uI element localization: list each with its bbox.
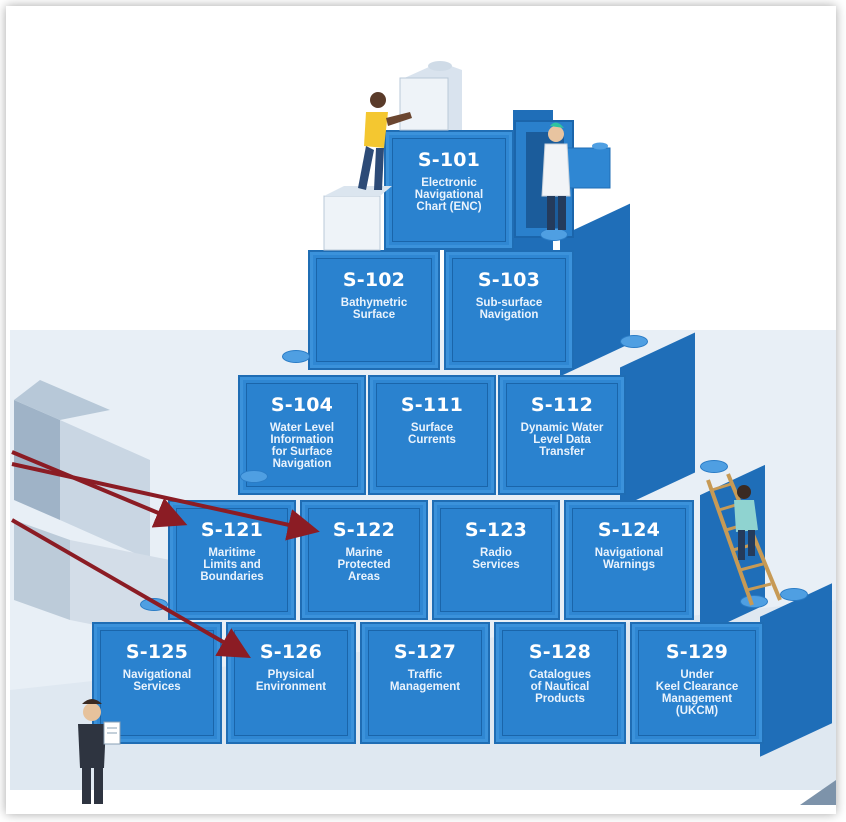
stud xyxy=(620,335,648,348)
block-description: Under Keel Clearance Management (UKCM) xyxy=(655,669,739,717)
arrow-to-s-121 xyxy=(11,450,188,528)
block-description: Traffic Management xyxy=(389,669,461,693)
arrow-to-s-122 xyxy=(11,462,320,541)
block-description: Marine Protected Areas xyxy=(337,547,391,583)
carried-blue-block xyxy=(565,142,611,189)
left-buildings xyxy=(14,380,170,640)
block-s-122: S-122 Marine Protected Areas xyxy=(300,500,428,620)
block-face: S-123 Radio Services xyxy=(440,508,552,612)
block-code: S-127 xyxy=(393,641,457,663)
arrows xyxy=(10,450,320,659)
block-description: Dynamic Water Level Data Transfer xyxy=(520,422,604,458)
block-code: S-128 xyxy=(528,641,592,663)
block-s-101: S-101 Electronic Navigational Chart (ENC… xyxy=(384,130,514,250)
block-description: Maritime Limits and Boundaries xyxy=(200,547,264,583)
block-code: S-126 xyxy=(259,641,323,663)
person-yellow-shirt xyxy=(358,92,412,190)
stud xyxy=(780,588,808,601)
block-face: S-129 Under Keel Clearance Management (U… xyxy=(638,630,756,736)
block-s-129: S-129 Under Keel Clearance Management (U… xyxy=(630,622,764,744)
block-description: Electronic Navigational Chart (ENC) xyxy=(414,177,484,213)
block-face: S-121 Maritime Limits and Boundaries xyxy=(176,508,288,612)
block-face: S-127 Traffic Management xyxy=(368,630,482,736)
block-code: S-102 xyxy=(342,269,406,291)
block-description: Water Level Information for Surface Navi… xyxy=(269,422,335,470)
block-code: S-129 xyxy=(665,641,729,663)
block-face: S-103 Sub-surface Navigation xyxy=(452,258,566,362)
block-code: S-121 xyxy=(200,519,264,541)
stud xyxy=(240,470,268,483)
person-on-ladder xyxy=(734,485,758,560)
block-face: S-111 Surface Currents xyxy=(376,383,488,487)
person-with-clipboard xyxy=(78,699,121,804)
block-face: S-126 Physical Environment xyxy=(234,630,348,736)
block-face: S-101 Electronic Navigational Chart (ENC… xyxy=(392,138,506,242)
block-s-112: S-112 Dynamic Water Level Data Transfer xyxy=(498,375,626,495)
block-face: S-122 Marine Protected Areas xyxy=(308,508,420,612)
block-code: S-104 xyxy=(270,394,334,416)
white-block-left xyxy=(323,186,392,251)
person-white-coat xyxy=(541,122,571,230)
block-description: Catalogues of Nautical Products xyxy=(529,669,591,705)
block-description: Navigational Services xyxy=(122,669,192,693)
block-description: Physical Environment xyxy=(255,669,327,693)
block-face: S-104 Water Level Information for Surfac… xyxy=(246,383,358,487)
block-code: S-101 xyxy=(417,149,481,171)
arrow-to-s-126 xyxy=(10,518,251,659)
block-code: S-124 xyxy=(597,519,661,541)
block-s-123: S-123 Radio Services xyxy=(432,500,560,620)
stud xyxy=(700,460,728,473)
right-shadow xyxy=(800,780,836,805)
block-description: Bathymetric Surface xyxy=(340,297,408,321)
block-code: S-111 xyxy=(400,394,464,416)
block-s-124: S-124 Navigational Warnings xyxy=(564,500,694,620)
block-code: S-125 xyxy=(125,641,189,663)
stud xyxy=(740,595,768,608)
block-face: S-102 Bathymetric Surface xyxy=(316,258,432,362)
block-s-102: S-102 Bathymetric Surface xyxy=(308,250,440,370)
block-description: Sub-surface Navigation xyxy=(475,297,543,321)
block-code: S-103 xyxy=(477,269,541,291)
block-s-127: S-127 Traffic Management xyxy=(360,622,490,744)
block-face: S-128 Catalogues of Nautical Products xyxy=(502,630,618,736)
stud xyxy=(282,350,310,363)
block-face: S-125 Navigational Services xyxy=(100,630,214,736)
block-s-128: S-128 Catalogues of Nautical Products xyxy=(494,622,626,744)
block-s-121: S-121 Maritime Limits and Boundaries xyxy=(168,500,296,620)
block-code: S-123 xyxy=(464,519,528,541)
block-face: S-124 Navigational Warnings xyxy=(572,508,686,612)
block-code: S-112 xyxy=(530,394,594,416)
block-s-126: S-126 Physical Environment xyxy=(226,622,356,744)
white-block-top xyxy=(399,61,462,131)
block-face: S-112 Dynamic Water Level Data Transfer xyxy=(506,383,618,487)
block-s-103: S-103 Sub-surface Navigation xyxy=(444,250,574,370)
block-description: Surface Currents xyxy=(408,422,456,446)
block-s-104: S-104 Water Level Information for Surfac… xyxy=(238,375,366,495)
block-description: Radio Services xyxy=(472,547,520,571)
block-description: Navigational Warnings xyxy=(594,547,664,571)
block-code: S-122 xyxy=(332,519,396,541)
block-s-111: S-111 Surface Currents xyxy=(368,375,496,495)
